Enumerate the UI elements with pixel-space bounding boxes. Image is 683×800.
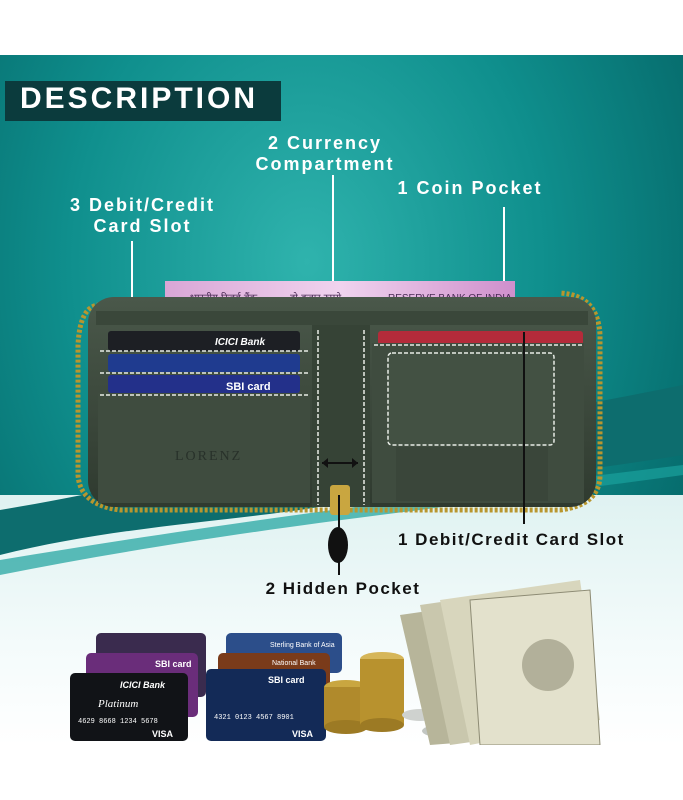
photo-card-national-text: National Bank xyxy=(272,660,316,667)
card-slots-arrow xyxy=(131,241,133,339)
coin-pocket-flap xyxy=(387,352,555,446)
card-slots-label-line2: Card Slot xyxy=(93,216,192,236)
hidden-pocket-label: 2 Hidden Pocket xyxy=(265,579,421,598)
single-card-slot-arrow xyxy=(523,332,525,524)
hidden-pocket xyxy=(312,325,370,507)
cash-fan xyxy=(400,580,601,745)
card-icici xyxy=(108,331,300,351)
zipper xyxy=(75,290,603,513)
single-card-slot-label: 1 Debit/Credit Card Slot xyxy=(398,530,625,549)
photo-card-platinum-text: Platinum xyxy=(97,698,138,710)
photo-card-sterling-text: Sterling Bank of Asia xyxy=(270,642,335,649)
photo-card-number-1: 4629 8668 1234 5678 xyxy=(78,718,158,726)
photo-card-sbi2-text: SBI card xyxy=(268,675,305,685)
card-sbi xyxy=(108,375,300,393)
card-slots-label-line1: 3 Debit/Credit xyxy=(69,195,216,215)
description-panel: DESCRIPTION 2 Currency Compartment 3 Deb… xyxy=(0,55,683,745)
photo-card-sbi-text: SBI card xyxy=(155,659,192,669)
card-icici-text: ICICI Bank xyxy=(215,337,265,348)
photo-card-number-2: 4321 0123 4567 8901 xyxy=(214,714,294,722)
currency-label-line2: Compartment xyxy=(255,154,395,174)
photo-card-visa-2: VISA xyxy=(292,729,314,739)
photo-card-icici-text: ICICI Bank xyxy=(120,680,166,690)
currency-arrow xyxy=(332,175,334,285)
hidden-pocket-arrow xyxy=(338,495,340,575)
card-red xyxy=(378,331,583,345)
card-debit xyxy=(108,354,300,372)
currency-label-line1: 2 Currency xyxy=(267,133,383,153)
currency-compartment-label: 2 Currency Compartment xyxy=(245,133,405,175)
zipper-pull xyxy=(330,485,350,515)
cards-stack: SBI card ICICI Bank Platinum 4629 8668 1… xyxy=(70,633,342,741)
title-banner xyxy=(5,81,281,121)
wallet-illustration: भारतीय रिज़र्व बैंक दो हज़ार रुपये RESER… xyxy=(70,281,603,745)
coins xyxy=(324,652,458,737)
brand-logo: LORENZ xyxy=(175,449,242,464)
page-title: DESCRIPTION xyxy=(20,82,259,115)
coin-pocket-label: 1 Coin Pocket xyxy=(397,178,543,198)
card-sbi-text: SBI card xyxy=(226,381,271,393)
card-slots-label: 3 Debit/Credit Card Slot xyxy=(60,195,225,237)
photo-card-visa-1: VISA xyxy=(152,729,174,739)
